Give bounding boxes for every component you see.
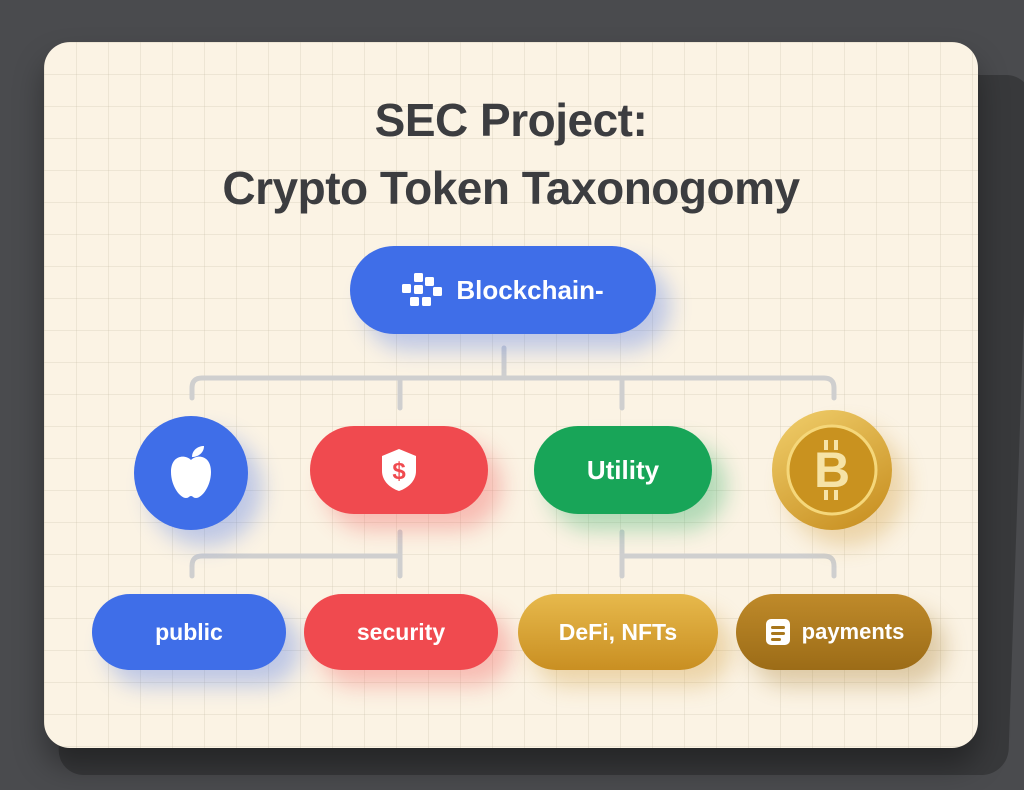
security-label: security [356,618,446,645]
svg-text:$: $ [392,458,406,485]
defi-nfts-node[interactable]: DeFi, NFTs [518,594,718,670]
connector-level1-bus [189,375,837,401]
title-line-2: Crypto Token Taxonogomy [222,162,800,214]
blocks-icon [402,273,443,307]
title-line-1: SEC Project: [374,94,648,146]
apple-icon [167,445,215,501]
bitcoin-coin-icon: B [782,420,882,520]
document-icon [764,617,792,647]
security-shield-node[interactable]: $ [310,426,488,514]
shield-dollar-icon: $ [379,447,419,493]
connector-left-bus [189,553,403,579]
svg-text:B: B [814,442,850,498]
payments-node[interactable]: payments [736,594,932,670]
payments-label: payments [801,619,905,644]
utility-node[interactable]: Utility [534,426,712,514]
connector-right-bus [619,553,837,579]
connector-lines [189,345,837,579]
diagram-card: SEC Project: Crypto Token Taxonogomy [44,42,978,748]
defi-nfts-label: DeFi, NFTs [558,618,678,645]
security-node[interactable]: security [304,594,498,670]
utility-label: Utility [586,454,660,485]
public-label: public [155,618,223,645]
blockchain-node[interactable]: Blockchain- [350,246,656,334]
public-node[interactable]: public [92,594,286,670]
apple-node[interactable] [134,416,248,530]
bitcoin-node[interactable]: B [772,410,892,530]
blockchain-label: Blockchain- [456,274,604,305]
